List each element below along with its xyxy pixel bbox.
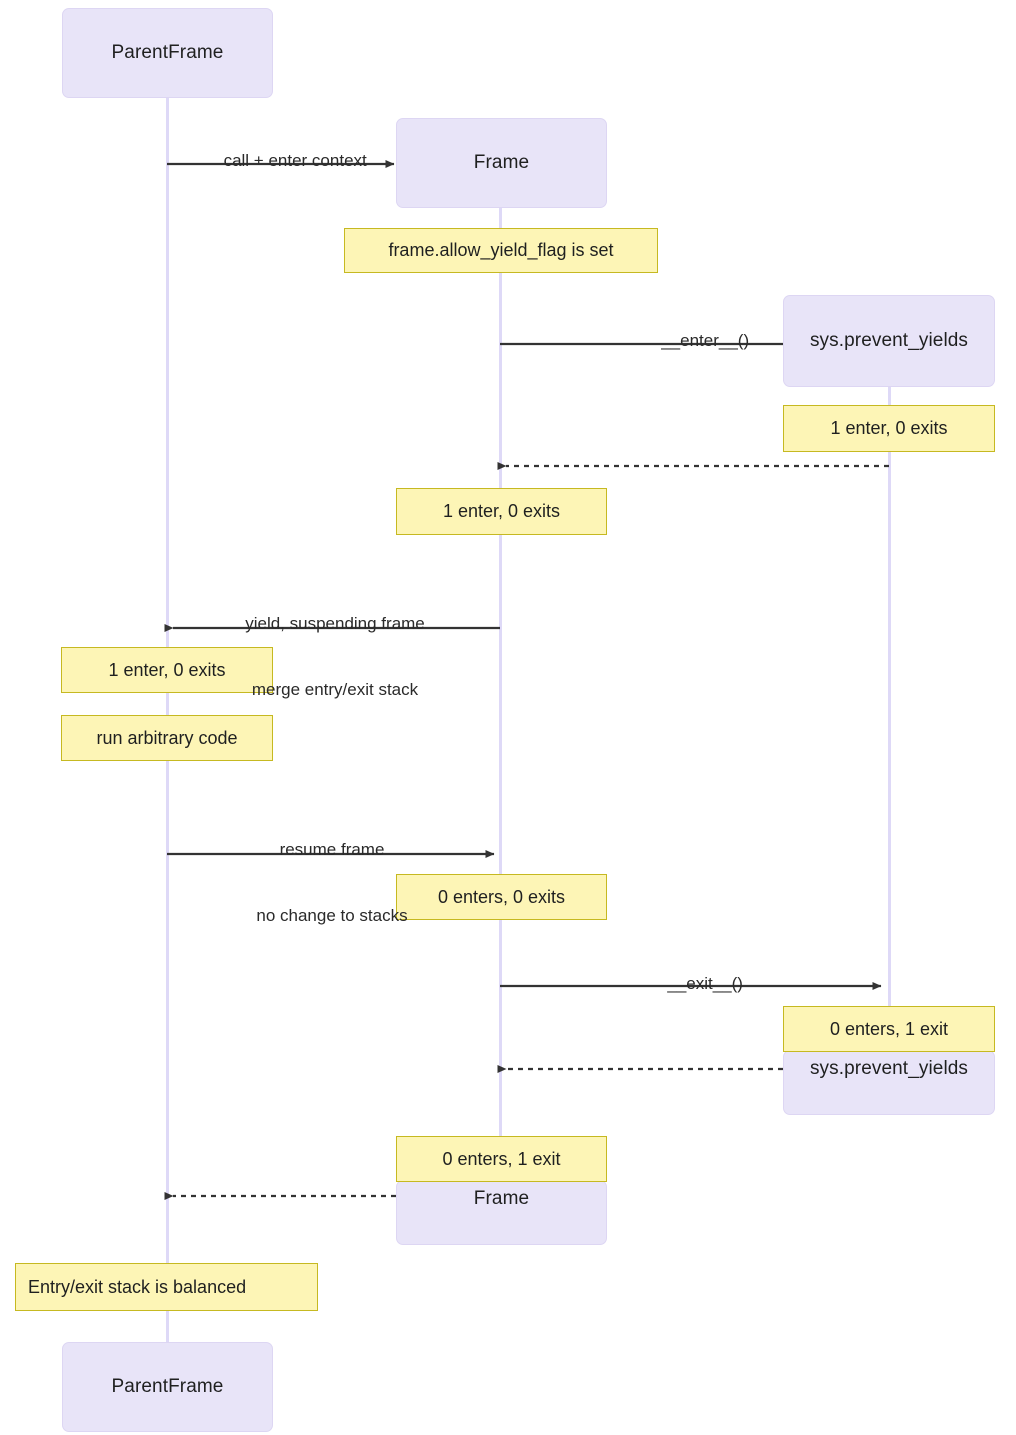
lifeline-sys-prevent-yields [888, 387, 891, 1053]
lifeline-frame [499, 207, 502, 1183]
message-label-enter: __enter__() [500, 308, 882, 374]
note-frame-1-enter-0-exits: 1 enter, 0 exits [396, 488, 607, 535]
participant-label: Frame [473, 1188, 530, 1209]
participant-label: sys.prevent_yields [809, 1058, 969, 1079]
message-label-yield-suspending-frame: yield, suspending frame merge entry/exit… [170, 569, 500, 746]
note-frame-allow-yield-flag: frame.allow_yield_flag is set [344, 228, 658, 273]
message-label-text-line1: yield, suspending frame [245, 614, 425, 634]
message-label-resume-frame: resume frame no change to stacks [167, 795, 497, 972]
participant-label: ParentFrame [111, 42, 224, 63]
message-label-text-line2: no change to stacks [256, 906, 408, 926]
note-text: 1 enter, 0 exits [830, 418, 948, 438]
note-parent-1-enter-0-exits: 1 enter, 0 exits [61, 647, 273, 693]
note-sys-1-enter-0-exits: 1 enter, 0 exits [783, 405, 995, 452]
message-label-text: __exit__() [667, 974, 743, 994]
note-text: Entry/exit stack is balanced [28, 1276, 247, 1297]
participant-label: sys.prevent_yields [809, 330, 969, 351]
note-sys-0-enters-1-exit: 0 enters, 1 exit [783, 1006, 995, 1052]
participant-box-sys-prevent-yields-bottom[interactable]: sys.prevent_yields [783, 1050, 995, 1115]
note-frame-0-enters-1-exit: 0 enters, 1 exit [396, 1136, 607, 1182]
message-label-text: __enter__() [661, 331, 750, 351]
note-text: 1 enter, 0 exits [442, 501, 561, 521]
participant-label: ParentFrame [111, 1376, 224, 1397]
participant-box-parentframe-bottom[interactable]: ParentFrame [62, 1342, 273, 1432]
note-parent-entry-exit-stack-balanced: Entry/exit stack is balanced [15, 1263, 318, 1311]
participant-box-frame-top[interactable]: Frame [396, 118, 607, 208]
note-text: 0 enters, 1 exit [829, 1018, 949, 1039]
participant-label: Frame [473, 152, 530, 173]
message-label-text-line1: resume frame [279, 840, 385, 860]
message-label-text: call + enter context [223, 151, 367, 171]
message-label-exit: __exit__() [500, 951, 882, 1017]
message-label-call-enter-context: call + enter context [167, 128, 395, 194]
note-parent-run-arbitrary-code: run arbitrary code [61, 715, 273, 761]
participant-box-frame-bottom[interactable]: Frame [396, 1180, 607, 1245]
note-frame-0-enters-0-exits: 0 enters, 0 exits [396, 874, 607, 920]
message-label-text-line2: merge entry/exit stack [251, 680, 419, 700]
note-text: run arbitrary code [96, 727, 238, 748]
note-text: 0 enters, 0 exits [437, 886, 566, 907]
participant-box-sys-prevent-yields-top[interactable]: sys.prevent_yields [783, 295, 995, 387]
participant-box-parentframe-top[interactable]: ParentFrame [62, 8, 273, 98]
note-text: 0 enters, 1 exit [442, 1148, 561, 1169]
note-text: frame.allow_yield_flag is set [388, 240, 614, 260]
note-text: 1 enter, 0 exits [108, 659, 226, 680]
